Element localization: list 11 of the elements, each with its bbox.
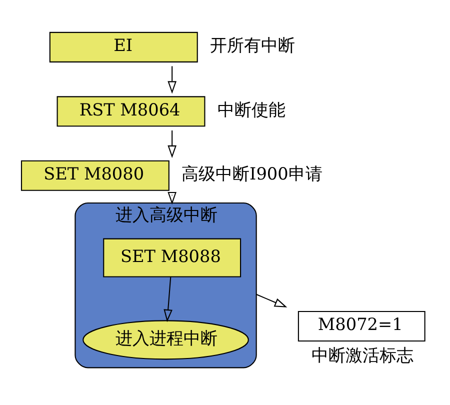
node-ellipse: 进入进程中断 [82,320,249,360]
node-box: SET M8088 [103,238,242,278]
node-label: 中断使能 [217,99,286,120]
node-label: 高级中断I900申请 [182,164,322,184]
arrow [168,130,177,158]
arrow [256,294,288,308]
node-label: 中断激活标志 [312,344,414,365]
node-label: 开所有中断 [210,35,295,56]
arrow [164,276,172,322]
arrow [168,192,177,205]
arrow [168,66,177,94]
